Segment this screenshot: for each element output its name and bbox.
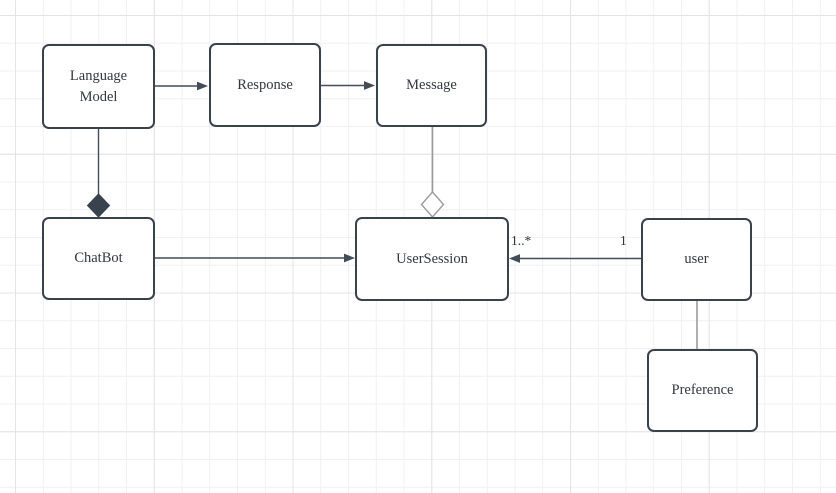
edge-user-to-user-session[interactable] <box>509 254 641 263</box>
uml-class-language-model[interactable]: Language Model <box>42 44 155 129</box>
node-label: Response <box>237 76 293 93</box>
node-label: UserSession <box>396 250 468 267</box>
node-label: Message <box>406 77 457 94</box>
edge-message-to-user-session[interactable] <box>420 127 445 219</box>
multiplicity-label-user: 1 <box>620 233 627 248</box>
uml-class-message[interactable]: Message <box>376 44 487 127</box>
edge-response-to-message[interactable] <box>321 81 375 90</box>
node-label: Language Model <box>69 68 128 105</box>
uml-class-user-session[interactable]: UserSession <box>355 217 509 301</box>
multiplicity-label-user-session: 1..* <box>511 233 532 248</box>
edge-language-model-to-chatbot[interactable] <box>86 129 111 218</box>
edge-chatbot-to-user-session[interactable] <box>155 253 355 263</box>
node-label: ChatBot <box>74 250 123 267</box>
uml-class-chatbot[interactable]: ChatBot <box>42 217 155 300</box>
node-label: Preference <box>671 382 734 399</box>
uml-class-preference[interactable]: Preference <box>647 349 758 432</box>
uml-class-user[interactable]: user <box>641 218 752 301</box>
node-label: user <box>684 251 709 268</box>
arrowhead-left-icon <box>509 254 520 263</box>
arrowhead-right-icon <box>344 253 355 263</box>
composition-diamond-icon <box>86 193 111 218</box>
uml-class-response[interactable]: Response <box>209 43 321 127</box>
arrowhead-right-icon <box>197 81 208 91</box>
arrowhead-right-icon <box>364 81 375 90</box>
edge-language-model-to-response[interactable] <box>155 81 208 91</box>
aggregation-diamond-icon <box>420 190 445 219</box>
